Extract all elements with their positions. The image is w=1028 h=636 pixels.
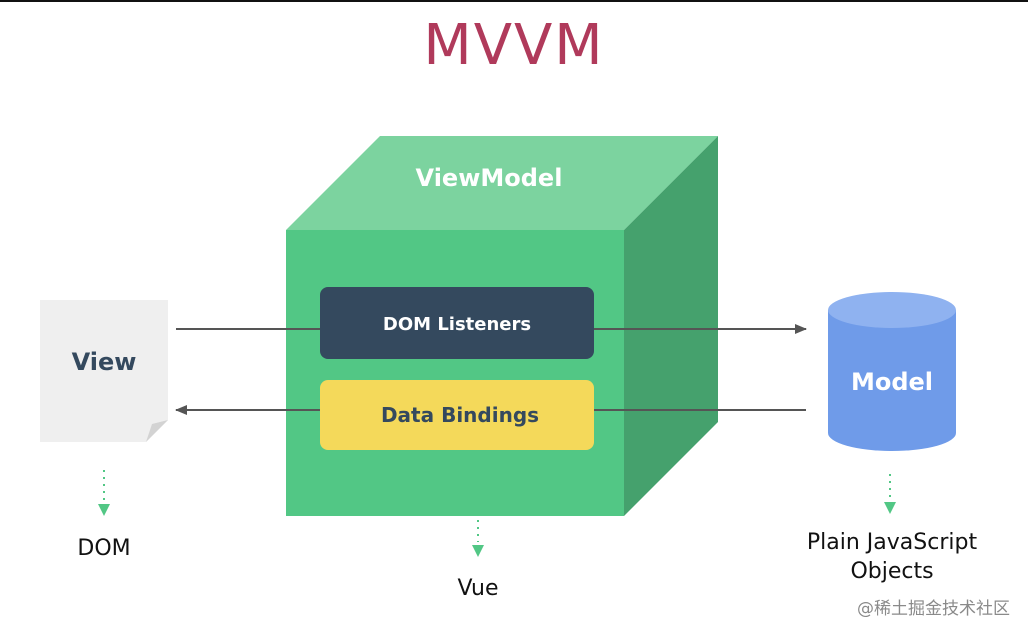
diagram-title: MVVM [423,13,605,78]
data-bindings-box [320,380,594,450]
model-dotted-arrow [884,474,896,514]
viewmodel-dotted-arrow [472,520,484,557]
model-caption-line2: Objects [850,559,933,584]
viewmodel-cube-top [286,136,718,230]
model-caption-line1: Plain JavaScript [807,530,978,555]
dom-listeners-box [320,287,594,359]
dom-listeners-label: DOM Listeners [383,314,531,335]
view-dotted-arrow [98,470,110,516]
viewmodel-cube-front [286,230,624,516]
top-rule [0,0,1028,2]
viewmodel-caption: Vue [457,576,498,601]
watermark: @稀土掘金技术社区 [857,599,1010,619]
view-caption: DOM [77,536,130,561]
viewmodel-label: ViewModel [416,164,563,192]
model-label: Model [851,368,933,396]
data-bindings-label: Data Bindings [381,403,539,427]
viewmodel-cube-side [624,136,718,516]
model-database-top [828,292,956,328]
view-page [40,300,168,442]
view-label: View [72,348,137,376]
view-page-fold [146,420,168,442]
model-database [828,310,956,451]
